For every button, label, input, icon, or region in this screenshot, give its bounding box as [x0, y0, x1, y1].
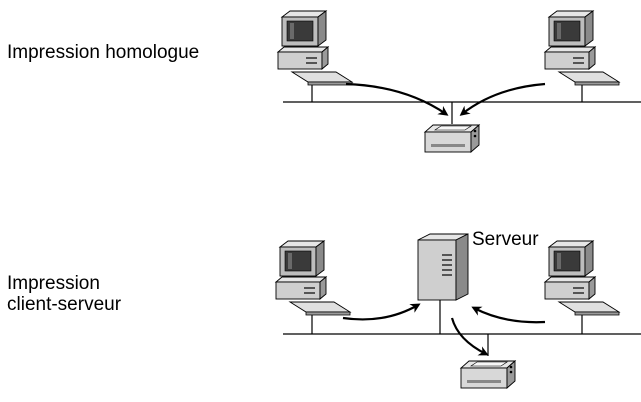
server-label: Serveur — [472, 229, 539, 250]
server-icon — [417, 233, 469, 301]
peer-network — [277, 10, 641, 153]
client-server-label-line2: client-serveur — [7, 294, 122, 315]
arrow-icon — [450, 317, 489, 356]
peer-printing-label: Impression homologue — [7, 42, 200, 63]
computer-icon — [544, 10, 620, 86]
client-server-network — [275, 233, 641, 389]
arrow-icon — [345, 82, 449, 116]
client-server-label-line1: Impression — [7, 273, 100, 294]
computer-icon — [544, 240, 620, 316]
computer-icon — [275, 240, 351, 316]
computer-icon — [277, 10, 353, 86]
arrow-icon — [471, 306, 546, 324]
arrow-icon — [342, 303, 421, 321]
printer-icon — [424, 124, 480, 153]
printer-icon — [460, 360, 516, 389]
arrow-icon — [459, 82, 546, 116]
